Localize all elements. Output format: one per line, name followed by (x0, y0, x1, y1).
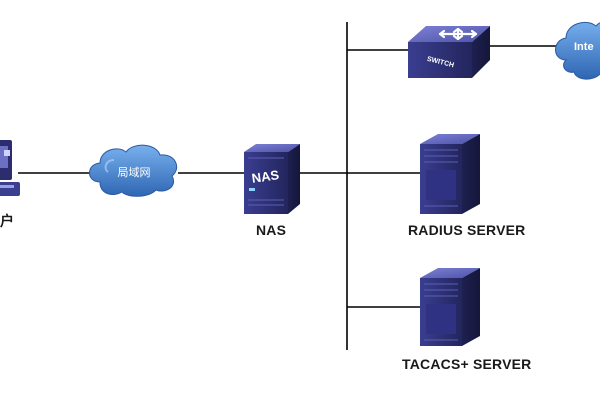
cloud-icon (555, 22, 600, 80)
switch-icon (408, 26, 490, 78)
client-computer-icon (0, 140, 20, 196)
tacacs-server-label: TACACS+ SERVER (402, 356, 532, 372)
server-icon (420, 268, 480, 346)
internet-cloud-label: Inte (574, 41, 594, 53)
cloud-icon (89, 144, 178, 197)
nas-device-label: NAS (251, 167, 281, 186)
lan-cloud-label: 局域网 (118, 166, 151, 179)
connection-lines (18, 22, 560, 350)
nas-icon (244, 144, 300, 214)
client-label: 户 (0, 214, 15, 230)
nas-label: NAS (256, 222, 287, 238)
server-icon (420, 134, 480, 214)
radius-server-label: RADIUS SERVER (408, 222, 526, 238)
